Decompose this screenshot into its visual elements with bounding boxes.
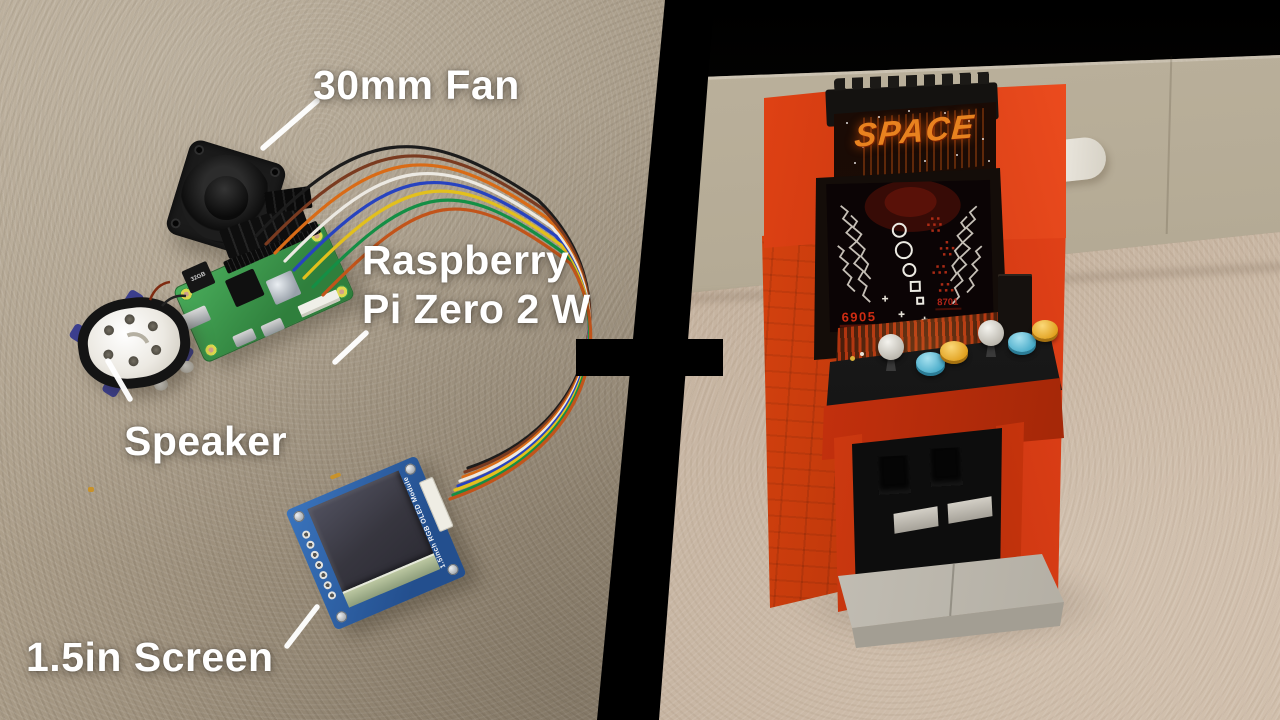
leader-line-fan — [260, 98, 320, 151]
pin-hole — [326, 590, 338, 601]
leader-line-pi — [332, 330, 369, 365]
button-yellow-p2 — [1032, 320, 1058, 339]
fan-screw-hole — [192, 143, 206, 157]
debris — [88, 487, 94, 492]
coin-slot — [929, 447, 963, 487]
button-blue-p1 — [916, 352, 945, 373]
leader-line-screen — [284, 604, 320, 649]
pin-hole — [305, 539, 316, 550]
pin-hole — [313, 559, 325, 571]
button-blue-p2 — [1008, 332, 1036, 352]
oled-screen-module: 1.5inch RGB OLED Module — [285, 455, 467, 631]
micro-usb-port — [232, 327, 258, 348]
pin-hole — [318, 569, 329, 581]
ram-chip — [224, 268, 265, 308]
screen-circles — [891, 222, 925, 305]
score-left: 6905 — [841, 309, 876, 325]
fan-screw-hole — [268, 165, 282, 179]
joystick-stem — [886, 358, 896, 371]
label-raspberry-pi-line1: Raspberry — [362, 237, 570, 283]
deck-sticker — [860, 352, 864, 356]
pin-hole — [300, 529, 312, 540]
screen-alien-pixels — [927, 217, 955, 292]
micro-usb-port — [260, 317, 286, 338]
joystick-p1 — [878, 334, 904, 360]
button-yellow-p1 — [940, 341, 968, 361]
lego-arcade-cabinet: SPACE — [758, 71, 1094, 676]
screen-scribble-left — [837, 205, 872, 303]
label-raspberry-pi-line2: Pi Zero 2 W — [362, 286, 591, 332]
marquee-stars — [846, 122, 848, 124]
fan-screw-hole — [169, 217, 182, 230]
game-screen: 6905 8701 — [826, 179, 994, 333]
deck-sticker — [850, 356, 855, 361]
debris — [329, 472, 342, 480]
label-raspberry-pi: Raspberry Pi Zero 2 W — [362, 236, 591, 334]
label-speaker: Speaker — [124, 418, 288, 464]
pin-hole — [309, 549, 321, 561]
soc-chip — [265, 270, 302, 306]
screw — [334, 609, 349, 625]
marquee-stripes — [858, 108, 984, 178]
score-right: 8701 — [937, 297, 959, 309]
pin-hole — [322, 579, 333, 591]
joystick-stem — [986, 344, 996, 357]
screw — [291, 509, 307, 524]
sd-card-label: 32GB — [190, 271, 207, 284]
coin-slot — [877, 455, 911, 495]
raspberry-pi-board: 32GB — [172, 185, 356, 364]
label-fan: 30mm Fan — [313, 62, 520, 108]
pi-mount-hole — [202, 341, 220, 359]
joystick-p2 — [978, 320, 1004, 346]
label-screen: 1.5in Screen — [26, 634, 274, 680]
screen-scribble-right — [949, 205, 983, 305]
camera-connector — [297, 289, 341, 318]
speaker — [68, 288, 198, 399]
